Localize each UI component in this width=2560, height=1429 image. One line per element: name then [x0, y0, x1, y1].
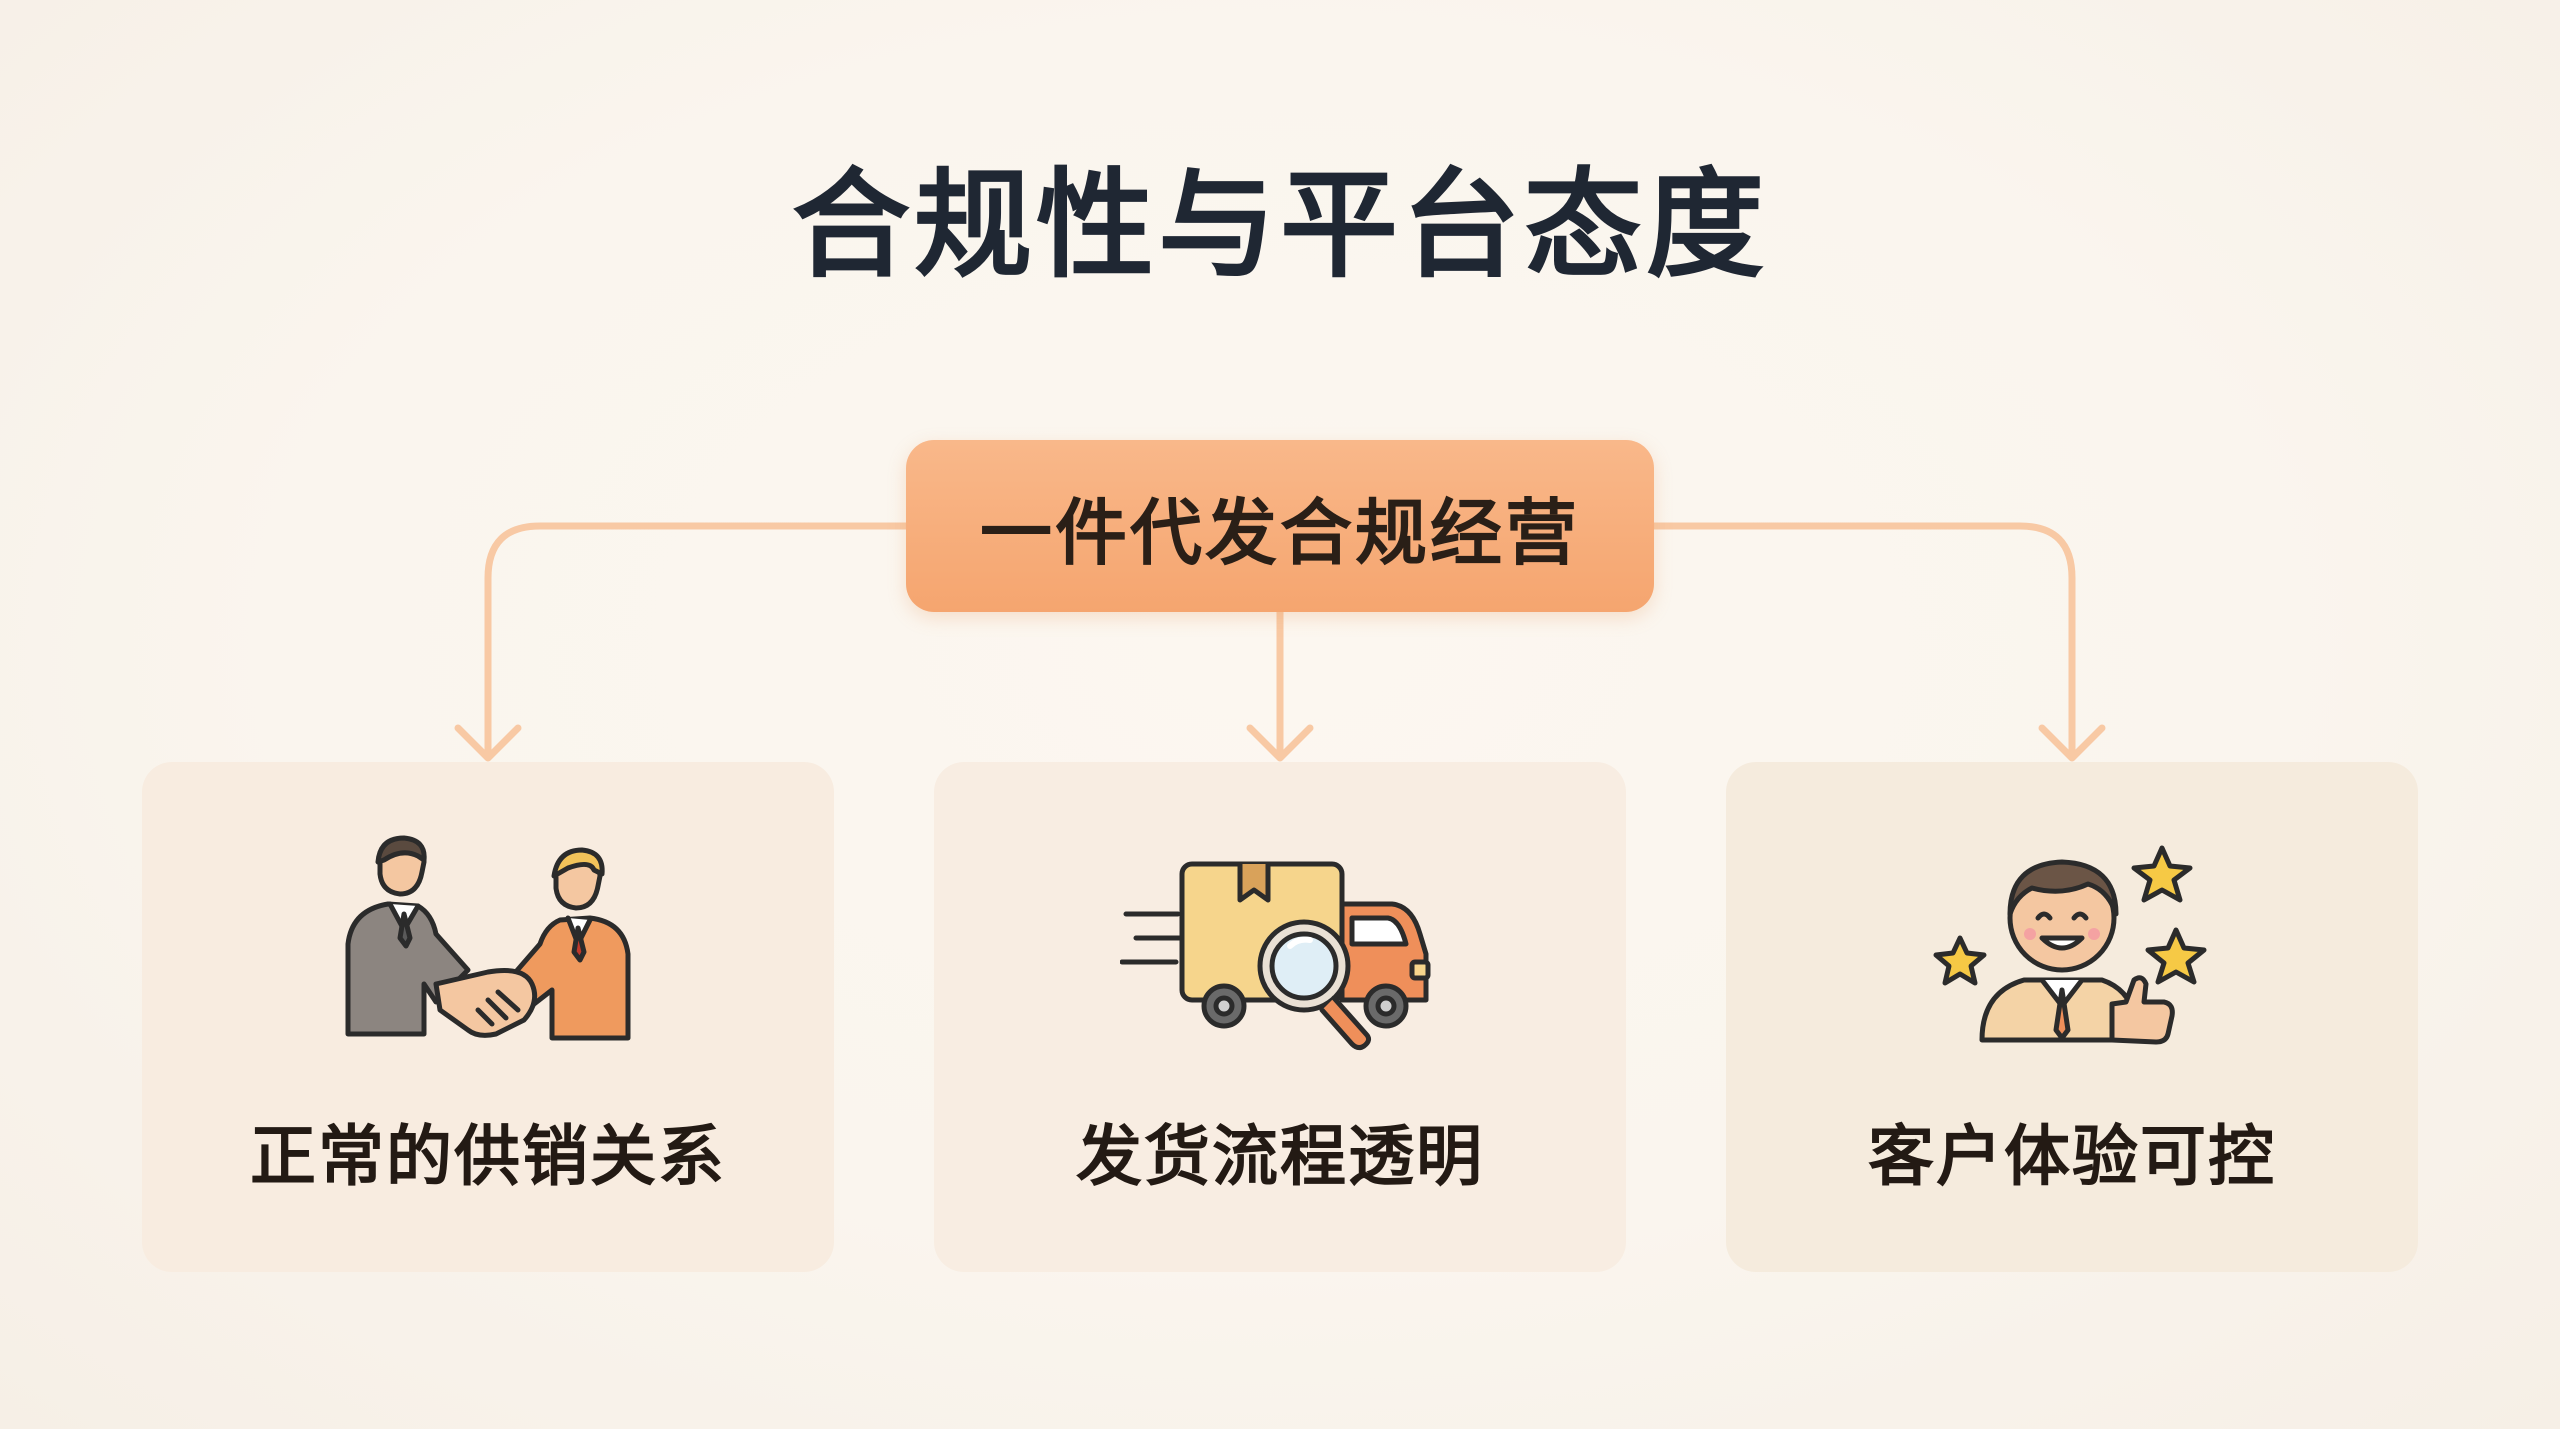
- delivery-truck-magnifier-icon: [1120, 861, 1431, 1051]
- card-supply-relation: 正常的供销关系: [142, 762, 834, 1272]
- arrowhead-right: [2038, 724, 2106, 762]
- root-node: 一件代发合规经营: [906, 440, 1654, 612]
- star-icon: [2145, 927, 2207, 985]
- card-shipping-transparent: 发货流程透明: [934, 762, 1626, 1272]
- happy-customer-stars-icon: [1933, 845, 2207, 1045]
- star-icon: [1933, 935, 1987, 986]
- connector-left: [484, 522, 910, 756]
- card-label: 正常的供销关系: [250, 1118, 726, 1195]
- handshake-icon: [345, 835, 631, 1041]
- page-title: 合规性与平台态度: [791, 156, 1768, 294]
- star-icon: [2131, 845, 2193, 903]
- connector-right: [1650, 522, 2076, 756]
- root-node-label: 一件代发合规经营: [979, 490, 1580, 575]
- arrowhead-left: [454, 724, 522, 762]
- arrowhead-middle: [1246, 724, 1314, 762]
- card-customer-experience: 客户体验可控: [1726, 762, 2418, 1272]
- card-label: 客户体验可控: [1868, 1118, 2276, 1195]
- card-label: 发货流程透明: [1076, 1118, 1484, 1195]
